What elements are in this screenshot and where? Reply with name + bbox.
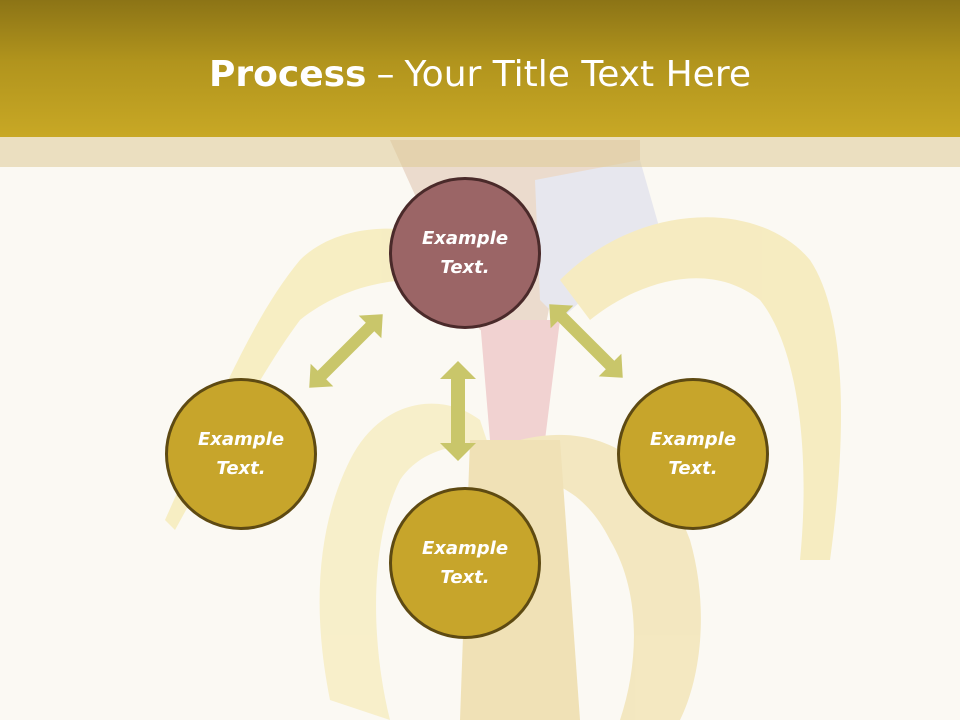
- node-left-line2: Text.: [216, 458, 266, 479]
- title-rest-text: Your Title Text Here: [404, 54, 751, 95]
- node-bottom-line1: Example: [421, 538, 509, 559]
- process-node-top: Example Text.: [389, 177, 541, 329]
- process-node-bottom: Example Text.: [389, 487, 541, 639]
- node-bottom-line2: Text.: [440, 567, 490, 588]
- node-top-line1: Example: [421, 228, 509, 249]
- title-separator: –: [376, 54, 395, 95]
- node-left-line1: Example: [197, 429, 285, 450]
- title-bold-text: Process: [208, 54, 367, 95]
- node-top-line2: Text.: [440, 257, 490, 278]
- arrow-vertical: [440, 361, 476, 461]
- process-node-left: Example Text.: [165, 378, 317, 530]
- arrow-top-right: [549, 304, 623, 378]
- title-bar: Process–Your Title Text Here: [0, 0, 960, 137]
- slide-title: Process–Your Title Text Here: [209, 54, 751, 95]
- node-right-line2: Text.: [668, 458, 718, 479]
- title-underband: [0, 137, 960, 167]
- node-right-line1: Example: [649, 429, 737, 450]
- process-node-right: Example Text.: [617, 378, 769, 530]
- arrow-top-left: [309, 314, 383, 388]
